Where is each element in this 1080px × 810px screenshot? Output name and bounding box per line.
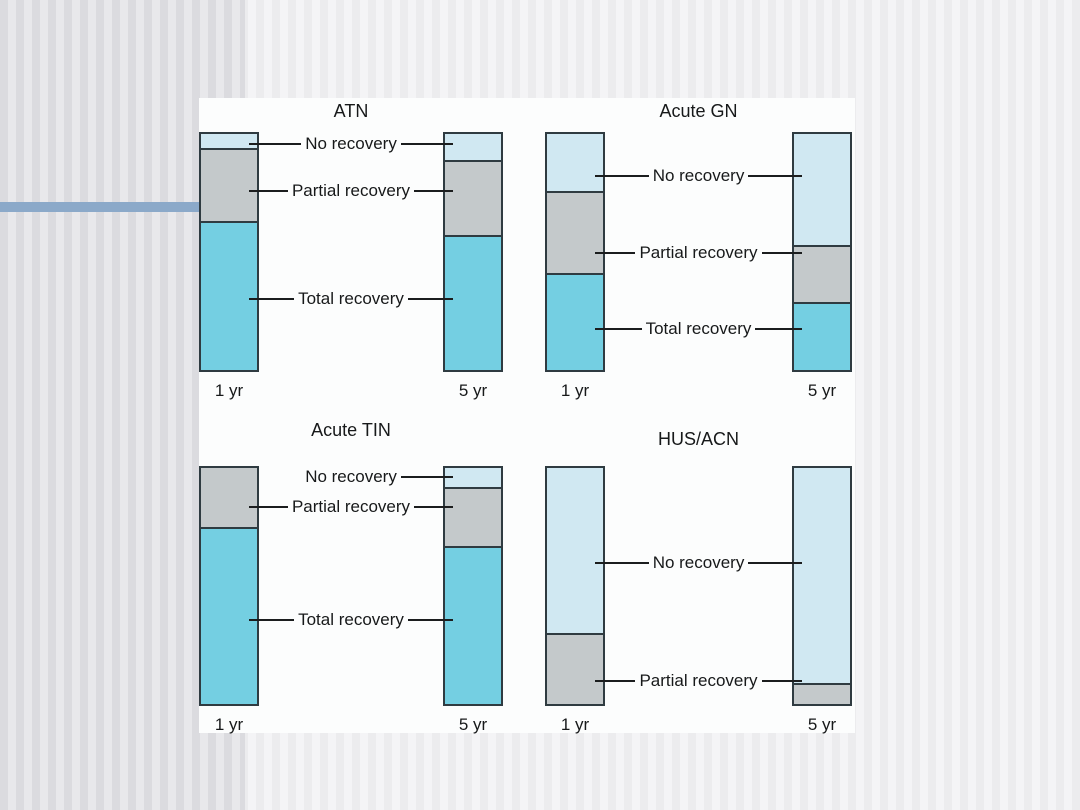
callout-line-right (407, 619, 454, 622)
chart-title: Acute TIN (311, 420, 391, 440)
callout-label: Total recovery (298, 289, 404, 309)
callout-no-recovery: No recovery (595, 165, 803, 186)
segment-partial-recovery (547, 633, 603, 704)
callout-line-left (595, 679, 636, 682)
callout-line-left (249, 143, 302, 146)
callout-line-right (748, 174, 803, 177)
bar-1-yr (199, 466, 259, 706)
callout-line-left (249, 505, 288, 508)
callout-line-left (595, 327, 642, 330)
callout-line-right (755, 327, 803, 330)
callout-no-recovery: No recovery (249, 467, 454, 487)
callout-label: Partial recovery (639, 242, 758, 262)
callout-line-right (761, 251, 803, 254)
segment-partial-recovery (445, 159, 501, 236)
axis-label-1-yr: 1 yr (214, 715, 244, 734)
callout-no-recovery: No recovery (249, 134, 454, 154)
callout-partial-recovery: Partial recovery (249, 496, 454, 517)
callout-line-right (414, 505, 454, 508)
callout-label: Total recovery (645, 318, 752, 338)
callout-label: No recovery (305, 134, 397, 154)
segment-no-recovery (445, 134, 501, 160)
segment-total-recovery (547, 273, 603, 370)
segment-no-recovery (201, 134, 257, 149)
axis-label-1-yr: 1 yr (560, 381, 590, 400)
segment-partial-recovery (445, 486, 501, 546)
segment-total-recovery (794, 301, 850, 370)
axis-label-5-yr: 5 yr (458, 381, 488, 400)
callout-line-right (400, 476, 454, 479)
segment-no-recovery (794, 468, 850, 683)
callout-label: No recovery (652, 552, 745, 572)
callout-line-right (414, 190, 454, 193)
bar-1-yr (545, 466, 605, 706)
segment-total-recovery (445, 235, 501, 370)
callout-no-recovery: No recovery (595, 552, 803, 573)
axis-label-5-yr: 5 yr (807, 715, 837, 734)
segment-no-recovery (547, 468, 603, 634)
bar-1-yr (199, 132, 259, 372)
segment-partial-recovery (201, 148, 257, 222)
segment-no-recovery (547, 134, 603, 191)
chart-title: ATN (333, 101, 369, 121)
callout-label: Total recovery (298, 610, 404, 630)
callout-line-left (249, 298, 295, 301)
axis-label-1-yr: 1 yr (560, 715, 590, 734)
segment-total-recovery (445, 545, 501, 704)
callout-partial-recovery: Partial recovery (595, 670, 803, 691)
callout-partial-recovery: Partial recovery (595, 242, 803, 263)
callout-label: Partial recovery (291, 181, 411, 201)
segment-partial-recovery (794, 682, 850, 704)
callout-line-left (595, 561, 649, 564)
callout-line-right (748, 561, 803, 564)
callout-line-right (407, 298, 454, 301)
segment-partial-recovery (547, 190, 603, 274)
chart-title: Acute GN (659, 101, 738, 121)
callout-line-right (761, 679, 803, 682)
callout-line-left (595, 174, 649, 177)
callout-total-recovery: Total recovery (249, 289, 454, 309)
bar-5-yr (443, 466, 503, 706)
bar-1-yr (545, 132, 605, 372)
callout-label: No recovery (652, 165, 745, 185)
accent-bar (0, 202, 199, 212)
segment-total-recovery (201, 221, 257, 370)
axis-label-5-yr: 5 yr (458, 715, 488, 734)
segment-partial-recovery (794, 244, 850, 302)
callout-line-left (249, 619, 295, 622)
axis-label-5-yr: 5 yr (807, 381, 837, 400)
callout-label: No recovery (305, 467, 397, 487)
callout-partial-recovery: Partial recovery (249, 181, 454, 201)
callout-label: Partial recovery (291, 496, 411, 516)
segment-no-recovery (445, 468, 501, 487)
segment-no-recovery (794, 134, 850, 245)
callout-line-left (249, 190, 288, 193)
segment-partial-recovery (201, 468, 257, 527)
bar-5-yr (443, 132, 503, 372)
bar-5-yr (792, 466, 852, 706)
callout-total-recovery: Total recovery (249, 610, 454, 630)
axis-label-1-yr: 1 yr (214, 381, 244, 400)
callout-total-recovery: Total recovery (595, 318, 803, 339)
callout-label: Partial recovery (639, 670, 758, 690)
callout-line-left (595, 251, 636, 254)
segment-total-recovery (201, 527, 257, 704)
chart-title: HUS/ACN (657, 429, 739, 449)
callout-line-right (400, 143, 454, 146)
